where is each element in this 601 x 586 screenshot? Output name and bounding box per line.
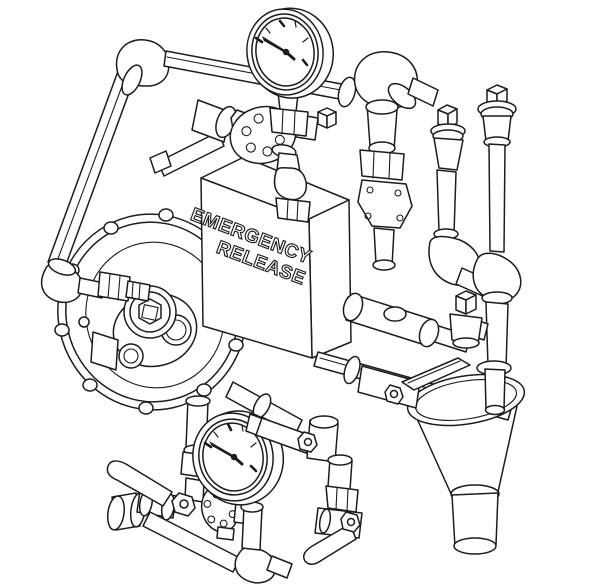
lower-test-run-ball-valve	[343, 355, 471, 409]
bottom-left-gauge-manifold	[106, 460, 293, 584]
gauge-ball-valve-lever	[106, 460, 196, 517]
pressure-gauge-top	[246, 7, 335, 137]
check-valve-run	[342, 290, 483, 353]
top-right-elbow-assembly	[353, 51, 419, 271]
emergency-release-box: EMERGENCY RELEASE	[187, 156, 352, 359]
drip-pipe	[476, 360, 512, 416]
diaphragm-valve-cover	[40, 208, 247, 415]
drip-funnel	[406, 373, 526, 555]
drain-valve-lever	[302, 511, 361, 565]
bottom-center-drain-valve	[245, 413, 363, 565]
far-right-standpipe	[465, 84, 522, 369]
